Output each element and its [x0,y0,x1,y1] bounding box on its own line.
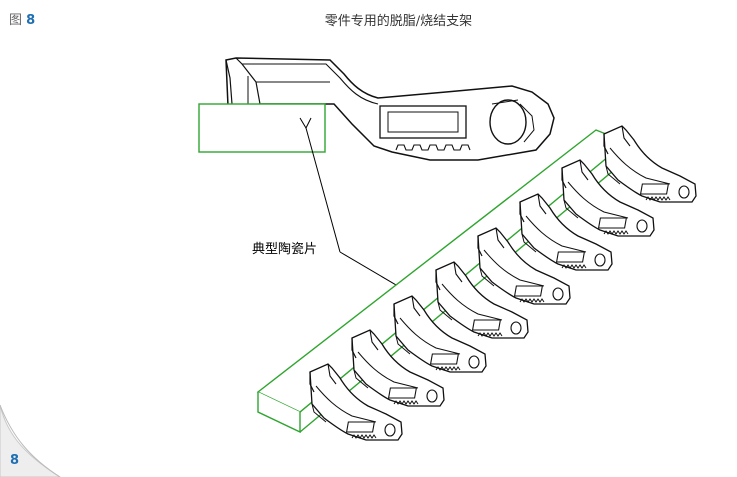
page-curl-icon [0,404,61,477]
detail-part [198,57,555,161]
callout-label: 典型陶瓷片 [252,242,318,257]
part-array [309,125,697,441]
part-8 [603,125,697,203]
figure-title: 零件专用的脱脂/烧结支架 [324,14,473,29]
page-number: 8 [10,453,20,468]
figure-label-number: 8 [26,13,36,28]
detail-support-outline [198,103,326,153]
figure-label: 图 8 [9,9,35,28]
figure-label-prefix: 图 [9,13,23,28]
